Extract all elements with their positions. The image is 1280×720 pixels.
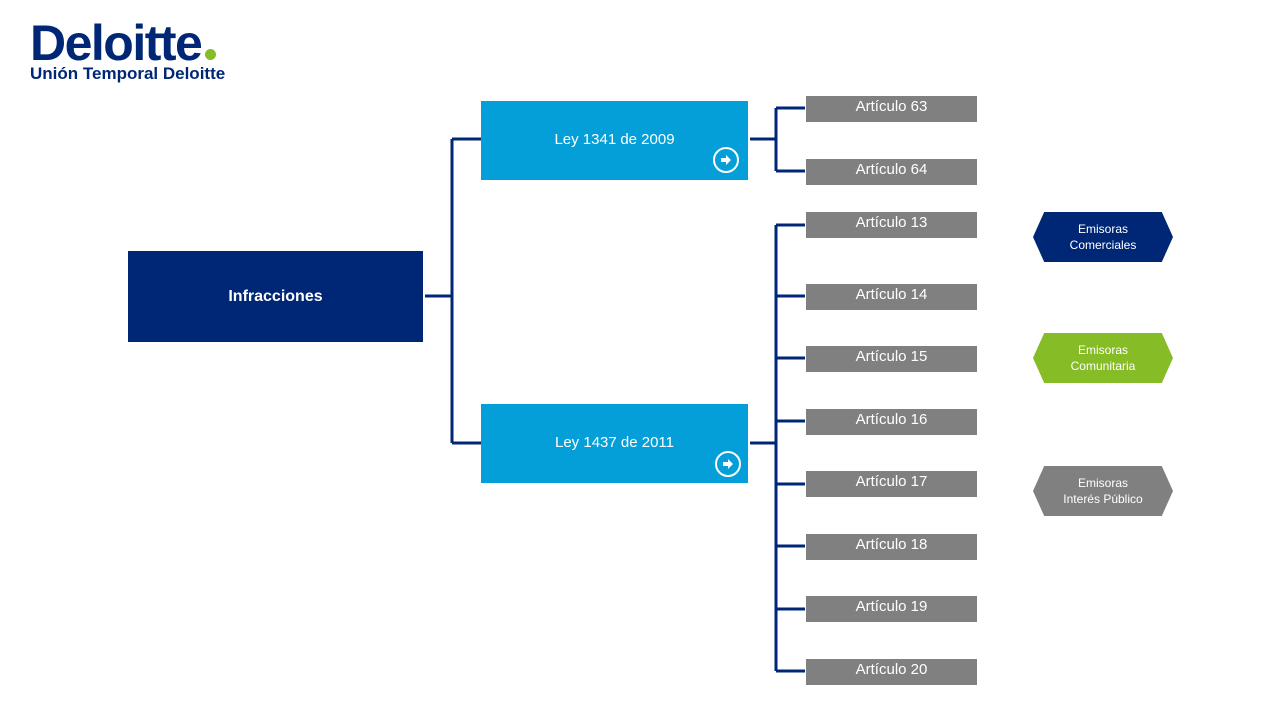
- arrow-right-circle-icon: [723, 459, 733, 469]
- article-label: Artículo 19: [855, 598, 928, 615]
- article-label: Artículo 16: [855, 411, 928, 428]
- law-node-1341[interactable]: Ley 1341 de 2009: [481, 101, 748, 180]
- article-label: Artículo 15: [855, 348, 928, 365]
- article-node-19[interactable]: Artículo 19: [806, 596, 977, 622]
- legend-line-1: Emisoras: [1077, 343, 1128, 357]
- article-node-17[interactable]: Artículo 17: [806, 471, 977, 497]
- root-node-label: Infracciones: [228, 287, 323, 305]
- article-node-64[interactable]: Artículo 64: [806, 159, 977, 185]
- deloitte-logo: Deloitte: [30, 15, 217, 71]
- article-node-16[interactable]: Artículo 16: [806, 409, 977, 435]
- law-node-label: Ley 1437 de 2011: [555, 434, 674, 451]
- logo-green-dot: [205, 49, 217, 60]
- article-node-13[interactable]: Artículo 13: [806, 212, 977, 238]
- legend-line-2: Interés Público: [1063, 492, 1143, 506]
- arrow-right-circle-icon: [721, 155, 731, 165]
- root-node-infracciones: Infracciones: [128, 251, 423, 342]
- law-node-label: Ley 1341 de 2009: [554, 131, 675, 148]
- legend-line-2: Comerciales: [1069, 238, 1137, 252]
- article-node-14[interactable]: Artículo 14: [806, 284, 977, 310]
- article-node-18[interactable]: Artículo 18: [806, 534, 977, 560]
- legend-emisoras-interes-publico[interactable]: Emisoras Interés Público: [1033, 466, 1173, 516]
- article-node-63[interactable]: Artículo 63: [806, 96, 977, 122]
- legend-emisoras-comerciales[interactable]: Emisoras Comerciales: [1033, 212, 1173, 262]
- article-label: Artículo 13: [855, 214, 928, 231]
- article-label: Artículo 18: [855, 536, 928, 553]
- law-node-1437[interactable]: Ley 1437 de 2011: [481, 404, 748, 483]
- logo-wordmark: Deloitte: [30, 15, 203, 71]
- law-1437-navigate-button[interactable]: [715, 451, 741, 477]
- legend-emisoras-comunitaria[interactable]: Emisoras Comunitaria: [1033, 333, 1173, 383]
- article-node-20[interactable]: Artículo 20: [806, 659, 977, 685]
- article-label: Artículo 17: [855, 473, 928, 490]
- article-label: Artículo 14: [855, 286, 928, 303]
- article-label: Artículo 64: [855, 161, 928, 178]
- legend-line-2: Comunitaria: [1070, 359, 1136, 373]
- law-1341-navigate-button[interactable]: [713, 147, 739, 173]
- article-node-15[interactable]: Artículo 15: [806, 346, 977, 372]
- article-label: Artículo 20: [855, 661, 928, 678]
- legend-line-1: Emisoras: [1077, 476, 1128, 490]
- article-label: Artículo 63: [855, 98, 928, 115]
- legend-line-1: Emisoras: [1077, 222, 1128, 236]
- page-subtitle: Unión Temporal Deloitte: [30, 64, 226, 83]
